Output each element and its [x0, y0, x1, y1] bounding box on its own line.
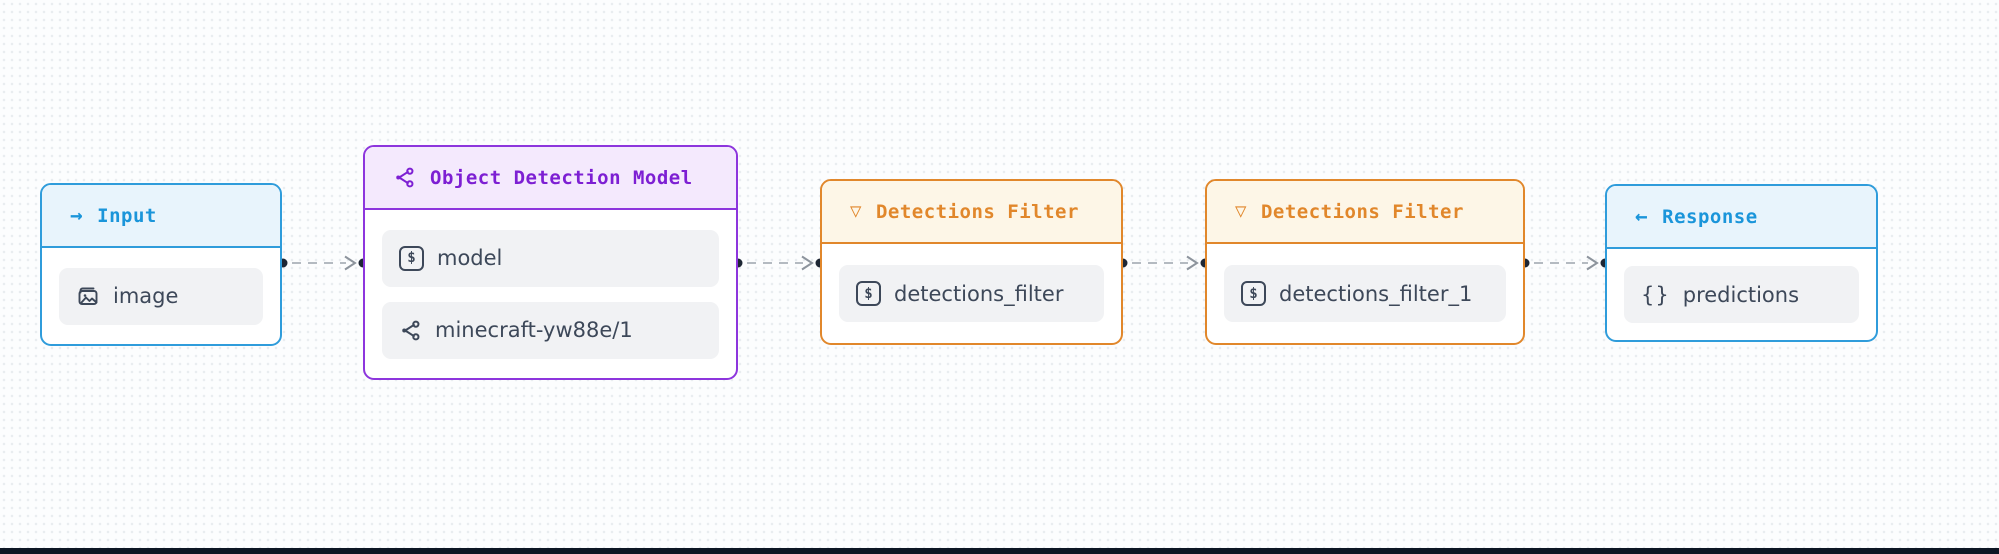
node-detections-filter-1-body: $ detections_filter_1: [1207, 244, 1523, 343]
field-label: image: [113, 284, 179, 308]
node-title: Detections Filter: [1260, 200, 1464, 223]
node-response-header: ← Response: [1607, 186, 1876, 249]
field-detections-filter-1[interactable]: $ detections_filter_1: [1224, 265, 1506, 322]
filter-icon: ▽: [1235, 200, 1247, 222]
node-response[interactable]: ← Response {} predictions: [1605, 184, 1878, 342]
filter-icon: ▽: [850, 200, 862, 222]
node-detections-filter-1[interactable]: ▽ Detections Filter $ detections_filter_…: [1205, 179, 1525, 345]
arrow-left-icon: ←: [1635, 204, 1649, 228]
field-image[interactable]: image: [59, 267, 263, 325]
field-label: detections_filter: [894, 281, 1064, 306]
node-title: Object Detection Model: [430, 166, 693, 189]
field-model[interactable]: $ model: [382, 229, 719, 287]
edge-model-to-filter[interactable]: [733, 255, 825, 271]
model-graph-icon: [402, 320, 420, 340]
node-input-header: → Input: [42, 185, 280, 248]
image-icon: [78, 287, 98, 305]
node-detections-filter-1-header: ▽ Detections Filter: [1207, 181, 1523, 244]
edge-filter1-to-response[interactable]: [1520, 255, 1610, 271]
node-object-detection-model[interactable]: Object Detection Model $ model minecraft…: [363, 145, 738, 380]
string-param-icon: $: [856, 281, 881, 306]
field-detections-filter[interactable]: $ detections_filter: [839, 265, 1104, 322]
string-param-icon: $: [1241, 281, 1266, 306]
arrow-right-icon: →: [70, 203, 84, 227]
field-model-id[interactable]: minecraft-yw88e/1: [382, 301, 719, 359]
node-detections-filter-header: ▽ Detections Filter: [822, 181, 1121, 244]
node-title: Detections Filter: [875, 200, 1079, 223]
field-predictions[interactable]: {} predictions: [1624, 266, 1859, 323]
field-label: predictions: [1682, 282, 1800, 307]
bottom-panel-edge: [0, 548, 1999, 554]
field-label: minecraft-yw88e/1: [435, 318, 633, 342]
node-title: Response: [1662, 205, 1758, 228]
node-detections-filter[interactable]: ▽ Detections Filter $ detections_filter: [820, 179, 1123, 345]
node-input-body: image: [42, 248, 280, 344]
field-label: model: [437, 246, 503, 270]
node-response-body: {} predictions: [1607, 249, 1876, 340]
node-object-detection-model-body: $ model minecraft-yw88e/1: [365, 210, 736, 378]
edge-filter-to-filter1[interactable]: [1118, 255, 1210, 271]
curly-braces-icon: {}: [1641, 282, 1670, 307]
edge-input-to-model[interactable]: [278, 255, 368, 271]
node-object-detection-model-header: Object Detection Model: [365, 147, 736, 210]
model-graph-icon: [396, 167, 414, 188]
node-title: Input: [97, 204, 157, 227]
string-param-icon: $: [399, 245, 424, 271]
field-label: detections_filter_1: [1279, 281, 1473, 306]
node-input[interactable]: → Input image: [40, 183, 282, 346]
node-detections-filter-body: $ detections_filter: [822, 244, 1121, 343]
